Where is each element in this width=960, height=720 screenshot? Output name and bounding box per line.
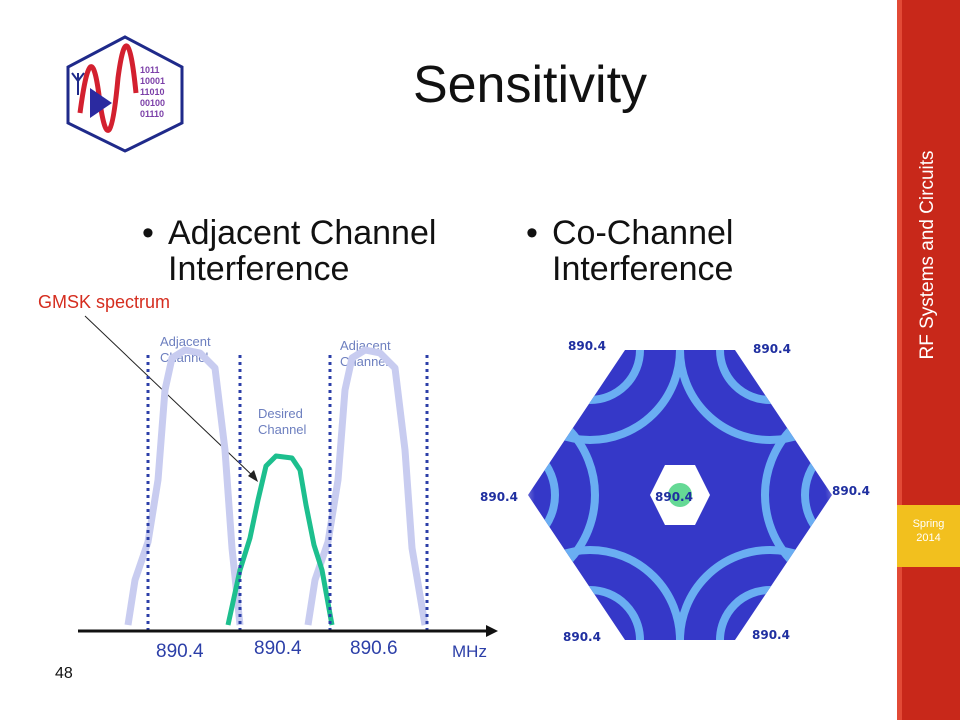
bullet-marker: • <box>142 214 154 252</box>
cell-label: 890.4 <box>563 630 601 644</box>
spectrum-diagram: GMSK spectrum Adjacent Channel Adjacent … <box>38 292 498 662</box>
tick-label: 890.4 <box>156 641 204 662</box>
slide-title: Sensitivity <box>412 56 648 114</box>
cell-label: 890.4 <box>832 484 870 498</box>
cell-label: 890.4 <box>480 490 518 504</box>
arrow-head-icon <box>248 470 258 482</box>
logo-wave-icon <box>77 43 139 133</box>
axis-arrow-icon <box>486 625 498 637</box>
season-line: 2014 <box>916 532 941 544</box>
bullet-line: Co-Channel <box>552 214 734 252</box>
bullet-line: Interference <box>552 250 734 288</box>
season-badge <box>897 505 960 567</box>
cell-label-center: 890.4 <box>655 490 693 504</box>
course-name: RF Systems and Circuits <box>917 150 938 360</box>
logo-bit-row: 01110 <box>140 109 164 119</box>
gmsk-annotation: GMSK spectrum <box>38 292 170 312</box>
desired-spectrum <box>225 453 335 626</box>
axis-unit: MHz <box>452 642 487 661</box>
cochannel-diagram: 890.4 890.4 890.4 890.4 890.4 890.4 890.… <box>475 315 885 666</box>
season-text: Spring 2014 <box>897 517 960 545</box>
page-number: 48 <box>55 665 73 682</box>
sidebar-edge <box>897 0 902 720</box>
logo-bit-row: 1011 <box>140 65 160 75</box>
desired-label: Desired Channel <box>258 406 307 437</box>
bullet-co-channel: • Co-Channel Interference <box>526 214 812 288</box>
cell-label: 890.4 <box>568 339 606 353</box>
logo-antenna-icon <box>71 72 85 83</box>
tick-label: 890.6 <box>350 638 398 659</box>
bullet-line: Adjacent Channel <box>168 214 437 252</box>
cell-label: 890.4 <box>752 628 790 642</box>
cell-label: 890.4 <box>753 342 791 356</box>
logo-bit-row: 11010 <box>140 87 165 97</box>
logo-amplifier-icon <box>90 88 112 118</box>
sidebar <box>897 0 960 720</box>
adjacent-spectrum-right <box>304 346 429 626</box>
tick-label: 890.4 <box>254 638 302 659</box>
season-line: Spring <box>912 518 945 530</box>
bullet-line: Interference <box>168 250 350 288</box>
logo-bit-row: 10001 <box>140 76 165 86</box>
bullet-adjacent-channel: • Adjacent Channel Interference <box>142 214 498 288</box>
adjacent-spectrum-left <box>124 346 244 626</box>
bullet-marker: • <box>526 214 538 252</box>
logo-bit-row: 00100 <box>140 98 165 108</box>
